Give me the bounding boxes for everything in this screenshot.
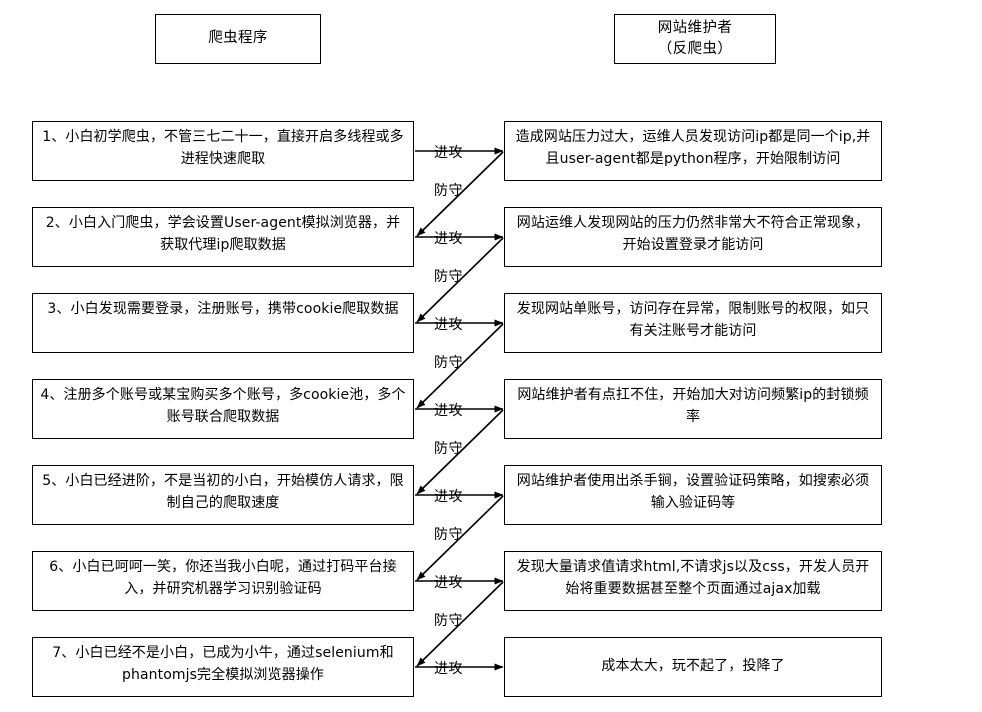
- step-text-crawler-6: 6、小白已呵呵一笑，你还当我小白呢，通过打码平台接入，并研究机器学习识别验证码: [49, 559, 397, 597]
- header-defender-label-line1: 网站维护者: [657, 19, 733, 36]
- step-text-defender-5: 网站维护者使用出杀手锏，设置验证码策略，如搜索必须输入验证码等: [516, 473, 870, 511]
- step-text-crawler-7: 7、小白已经不是小白，已成为小牛，通过selenium和phantomjs完全模…: [52, 645, 394, 683]
- step-text-defender-2: 网站运维人发现网站的压力仍然非常大不符合正常现象，开始设置登录才能访问: [516, 215, 870, 253]
- step-box-defender-2: 网站运维人发现网站的压力仍然非常大不符合正常现象，开始设置登录才能访问: [504, 207, 882, 267]
- connector-label-attack-4: 进攻: [434, 403, 463, 419]
- header-box-defender: 网站维护者 （反爬虫）: [614, 14, 776, 64]
- step-box-defender-1: 造成网站压力过大，运维人员发现访问ip都是同一个ip,并且user-agent都…: [504, 121, 882, 181]
- connector-label-defend-2: 防守: [434, 269, 463, 285]
- step-box-defender-7: 成本太大，玩不起了，投降了: [504, 637, 882, 697]
- step-box-defender-5: 网站维护者使用出杀手锏，设置验证码策略，如搜索必须输入验证码等: [504, 465, 882, 525]
- connector-label-attack-7: 进攻: [434, 661, 463, 677]
- connector-label-attack-5: 进攻: [434, 489, 463, 505]
- step-text-crawler-2: 2、小白入门爬虫，学会设置User-agent模拟浏览器，并获取代理ip爬取数据: [45, 215, 401, 253]
- connector-label-attack-2: 进攻: [434, 231, 463, 247]
- step-text-crawler-1: 1、小白初学爬虫，不管三七二十一，直接开启多线程或多进程快速爬取: [42, 129, 404, 167]
- step-box-crawler-2: 2、小白入门爬虫，学会设置User-agent模拟浏览器，并获取代理ip爬取数据: [32, 207, 414, 267]
- step-box-crawler-3: 3、小白发现需要登录，注册账号，携带cookie爬取数据: [32, 293, 414, 353]
- header-defender-label-line2: （反爬虫）: [657, 41, 733, 57]
- connector-label-attack-6: 进攻: [434, 575, 463, 591]
- connector-label-defend-1: 防守: [434, 183, 463, 199]
- step-box-crawler-4: 4、注册多个账号或某宝购买多个账号，多cookie池，多个账号联合爬取数据: [32, 379, 414, 439]
- step-text-crawler-4: 4、注册多个账号或某宝购买多个账号，多cookie池，多个账号联合爬取数据: [40, 387, 406, 425]
- header-box-crawler: 爬虫程序: [155, 14, 321, 64]
- step-text-crawler-5: 5、小白已经进阶，不是当初的小白，开始模仿人请求，限制自己的爬取速度: [42, 473, 404, 511]
- connector-label-defend-4: 防守: [434, 441, 463, 457]
- connector-label-attack-3: 进攻: [434, 317, 463, 333]
- connector-label-attack-1: 进攻: [434, 145, 463, 161]
- connector-label-defend-6: 防守: [434, 613, 463, 629]
- step-text-defender-3: 发现网站单账号，访问存在异常，限制账号的权限，如只有关注账号才能访问: [516, 301, 870, 339]
- step-box-defender-4: 网站维护者有点扛不住，开始加大对访问频繁ip的封锁频率: [504, 379, 882, 439]
- connector-label-defend-3: 防守: [434, 355, 463, 371]
- step-text-crawler-3: 3、小白发现需要登录，注册账号，携带cookie爬取数据: [47, 301, 399, 317]
- step-text-defender-4: 网站维护者有点扛不住，开始加大对访问频繁ip的封锁频率: [517, 387, 869, 425]
- step-box-defender-3: 发现网站单账号，访问存在异常，限制账号的权限，如只有关注账号才能访问: [504, 293, 882, 353]
- connector-label-defend-5: 防守: [434, 527, 463, 543]
- step-text-defender-6: 发现大量请求值请求html,不请求js以及css，开发人员开始将重要数据甚至整个…: [516, 559, 870, 597]
- step-text-defender-1: 造成网站压力过大，运维人员发现访问ip都是同一个ip,并且user-agent都…: [515, 129, 871, 167]
- step-box-crawler-1: 1、小白初学爬虫，不管三七二十一，直接开启多线程或多进程快速爬取: [32, 121, 414, 181]
- step-box-defender-6: 发现大量请求值请求html,不请求js以及css，开发人员开始将重要数据甚至整个…: [504, 551, 882, 611]
- step-box-crawler-6: 6、小白已呵呵一笑，你还当我小白呢，通过打码平台接入，并研究机器学习识别验证码: [32, 551, 414, 611]
- step-box-crawler-7: 7、小白已经不是小白，已成为小牛，通过selenium和phantomjs完全模…: [32, 637, 414, 697]
- step-box-crawler-5: 5、小白已经进阶，不是当初的小白，开始模仿人请求，限制自己的爬取速度: [32, 465, 414, 525]
- step-text-defender-7: 成本太大，玩不起了，投降了: [601, 658, 785, 675]
- header-crawler-label: 爬虫程序: [208, 30, 268, 47]
